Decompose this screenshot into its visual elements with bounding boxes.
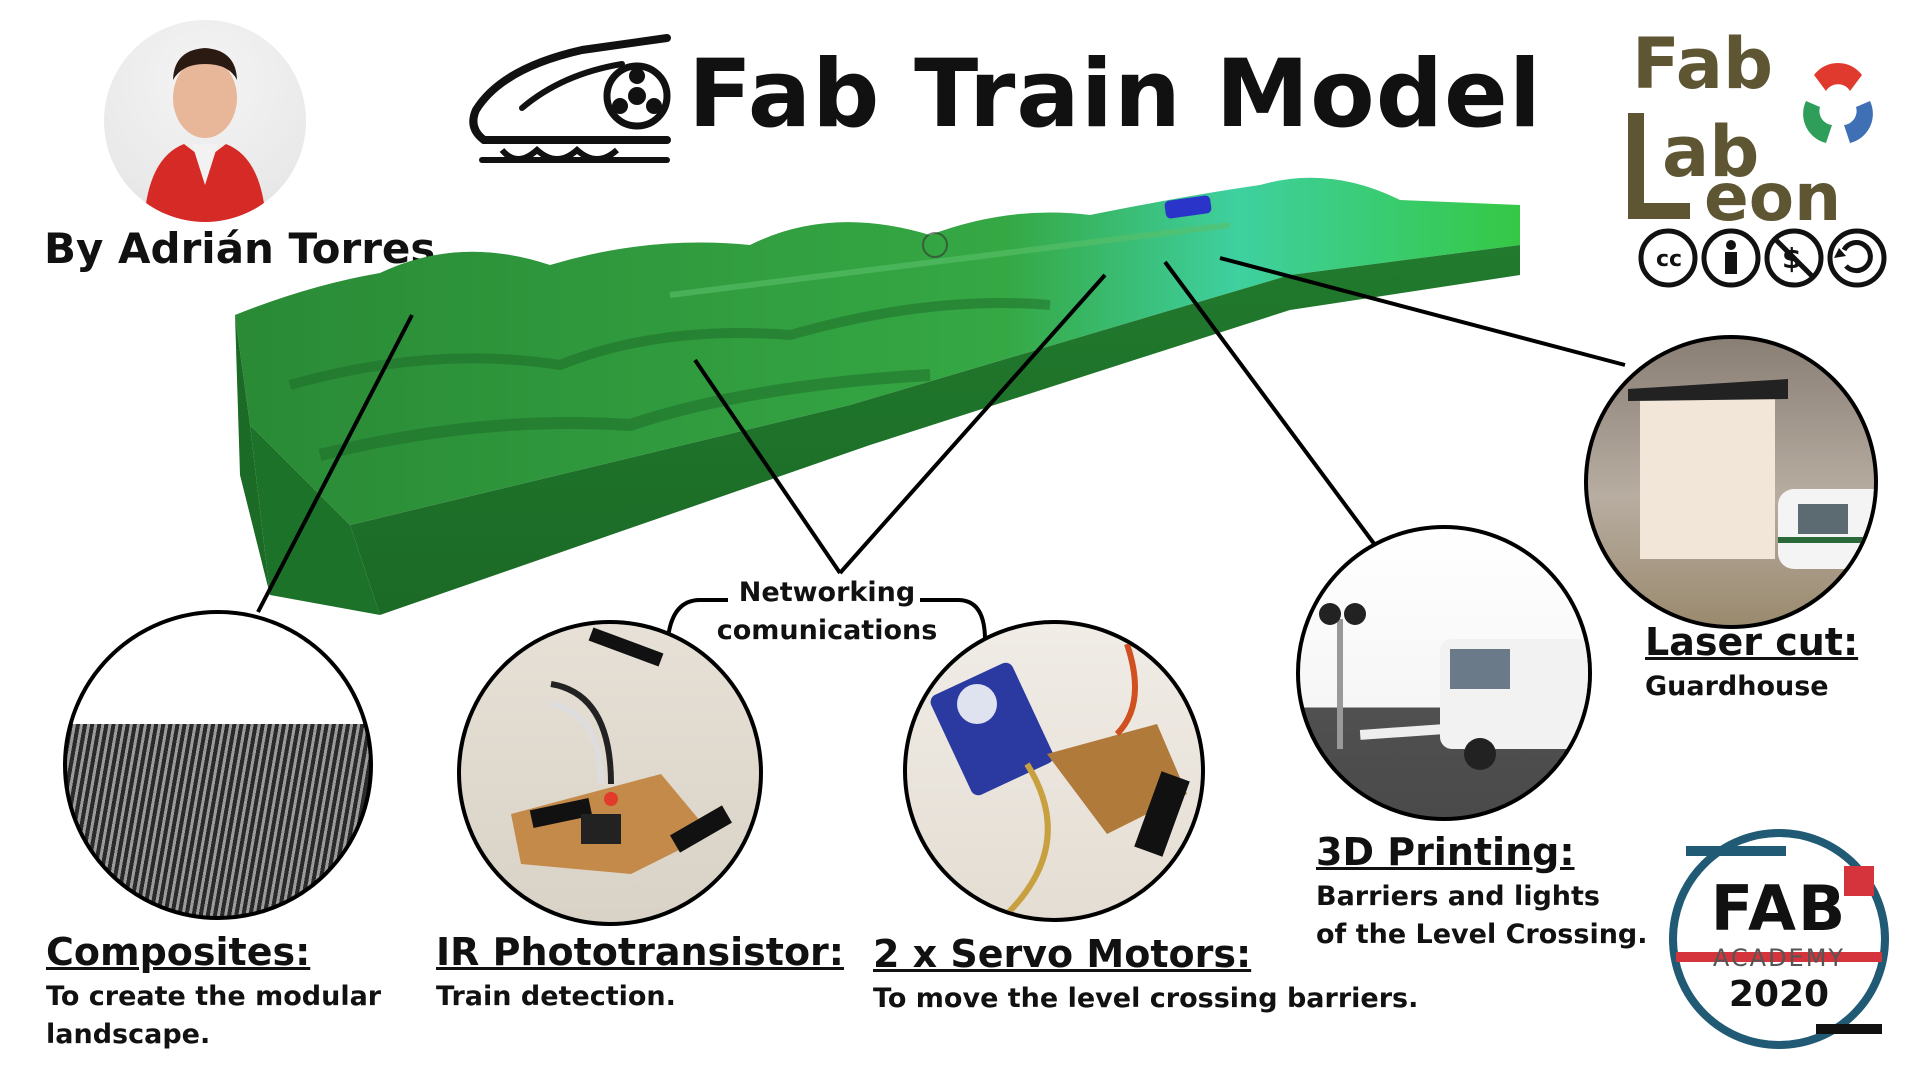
badge-year: 2020 — [1728, 974, 1830, 1015]
servo-callout: 2 x Servo Motors: To move the level cros… — [873, 932, 1433, 1018]
composites-callout: Composites: To create the modular landsc… — [46, 930, 386, 1054]
logo-word-eon: eon — [1704, 159, 1842, 236]
composites-description: To create the modular landscape. — [46, 978, 386, 1054]
laser-cut-heading: Laser cut: — [1645, 620, 1859, 664]
ir-heading: IR Phototransistor: — [436, 930, 844, 974]
cc-license-icons: cc $ — [1636, 226, 1891, 290]
page-title: Fab Train Model — [688, 40, 1542, 149]
composites-line1: To create the modular — [46, 981, 382, 1012]
ir-phototransistor-photo — [457, 620, 763, 926]
laser-cut-callout: Laser cut: Guardhouse — [1645, 620, 1905, 706]
fab-academy-badge: FAB ACADEMY 2020 — [1666, 826, 1892, 1052]
networking-label-line1: Networking — [738, 577, 916, 608]
badge-subtitle: ACADEMY — [1712, 944, 1846, 972]
networking-label-line2: comunications — [716, 615, 938, 646]
svg-text:cc: cc — [1656, 247, 1682, 272]
servo-heading: 2 x Servo Motors: — [873, 932, 1252, 976]
3d-printing-line1: Barriers and lights — [1316, 881, 1600, 912]
3d-printing-description: Barriers and lights of the Level Crossin… — [1316, 878, 1696, 954]
composites-photo-top — [67, 614, 369, 724]
laser-cut-description: Guardhouse — [1645, 671, 1829, 702]
composites-heading: Composites: — [46, 930, 311, 974]
logo-l-foot — [1628, 203, 1690, 219]
train-block — [1164, 195, 1212, 219]
logo-word-fab: Fab — [1632, 23, 1774, 105]
networking-label: Networking comunications — [712, 574, 942, 650]
fablab-emblem-icon — [1792, 61, 1884, 153]
badge-word: FAB — [1710, 872, 1848, 945]
logo-l-bar — [1628, 113, 1644, 219]
3d-printing-heading: 3D Printing: — [1316, 830, 1575, 874]
author-name: By Adrián Torres — [44, 224, 436, 273]
ir-callout: IR Phototransistor: Train detection. — [436, 930, 856, 1016]
servo-motors-photo — [903, 620, 1205, 922]
author-avatar — [104, 20, 306, 222]
ir-description: Train detection. — [436, 981, 676, 1012]
servo-description: To move the level crossing barriers. — [873, 983, 1419, 1014]
composites-photo — [63, 610, 373, 920]
3d-printing-callout: 3D Printing: Barriers and lights of the … — [1316, 830, 1696, 954]
3d-printing-line2: of the Level Crossing. — [1316, 919, 1648, 950]
svg-text:$: $ — [1782, 242, 1801, 275]
logo-word-ab: ab — [1662, 111, 1760, 193]
laser-cut-photo — [1584, 335, 1878, 629]
fab-lab-leon-logo: Fab ab eon — [1628, 23, 1890, 231]
train-icon — [462, 28, 672, 170]
composites-line2: landscape. — [46, 1019, 211, 1050]
3d-printing-photo — [1296, 525, 1592, 821]
